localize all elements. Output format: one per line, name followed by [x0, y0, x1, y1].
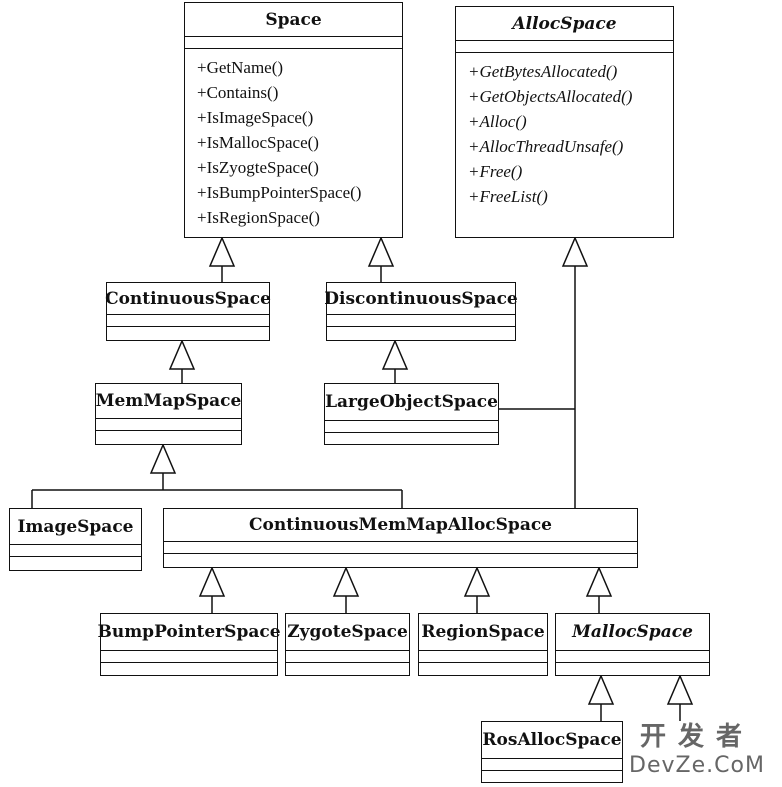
class-large-object-space: LargeObjectSpace	[324, 383, 499, 445]
class-bump-pointer-space: BumpPointerSpace	[97, 613, 281, 676]
generalization-arrow	[463, 566, 491, 597]
operation: +IsZyogteSpace()	[197, 158, 319, 177]
operation: +Contains()	[197, 83, 279, 102]
class-name: ContinuousMemMapAllocSpace	[164, 509, 637, 542]
class-ros-alloc-space: RosAllocSpace	[481, 721, 623, 783]
class-attributes	[101, 651, 277, 663]
class-alloc-space: AllocSpace +GetBytesAllocated() +GetObje…	[455, 6, 674, 238]
operation: +IsMallocSpace()	[197, 133, 319, 152]
operation: +Free()	[468, 162, 523, 181]
operation: +GetName()	[197, 58, 284, 77]
generalization-arrow	[198, 566, 226, 597]
class-attributes	[164, 542, 637, 554]
class-name: BumpPointerSpace	[97, 614, 281, 651]
class-zygote-space: ZygoteSpace	[285, 613, 410, 676]
class-name: Space	[185, 3, 402, 37]
generalization-arrow	[585, 566, 613, 597]
class-name: RegionSpace	[419, 614, 547, 651]
class-attributes	[10, 545, 141, 557]
operation: +AllocThreadUnsafe()	[468, 137, 624, 156]
class-operations: +GetBytesAllocated() +GetObjectsAllocate…	[456, 53, 673, 209]
class-discontinuous-space: DiscontinuousSpace	[324, 282, 518, 341]
class-attributes	[96, 419, 241, 431]
class-continuous-mem-map-alloc-space: ContinuousMemMapAllocSpace	[163, 508, 638, 568]
generalization-arrow	[367, 236, 395, 267]
class-name: RosAllocSpace	[482, 722, 622, 759]
class-mem-map-space: MemMapSpace	[95, 383, 242, 445]
class-attributes	[185, 37, 402, 49]
watermark: 开发者 DevZe.CoM	[620, 722, 774, 784]
class-attributes	[556, 651, 709, 663]
class-name: ImageSpace	[10, 509, 141, 545]
class-attributes	[327, 315, 515, 327]
class-attributes	[325, 421, 498, 433]
class-space: Space +GetName() +Contains() +IsImageSpa…	[184, 2, 403, 238]
generalization-arrow	[149, 443, 177, 474]
class-region-space: RegionSpace	[418, 613, 548, 676]
generalization-arrow	[381, 339, 409, 370]
class-name: ContinuousSpace	[105, 283, 271, 315]
generalization-arrow	[666, 674, 694, 705]
watermark-line1: 开发者	[639, 722, 754, 752]
class-attributes	[482, 759, 622, 771]
class-name: AllocSpace	[456, 7, 673, 41]
generalization-arrow	[208, 236, 236, 267]
operation: +IsBumpPointerSpace()	[197, 183, 362, 202]
class-name: MemMapSpace	[96, 384, 241, 419]
generalization-arrow	[587, 674, 615, 705]
class-name: ZygoteSpace	[286, 614, 409, 651]
operation: +Alloc()	[468, 112, 527, 131]
class-attributes	[286, 651, 409, 663]
operation: +IsRegionSpace()	[197, 208, 320, 227]
class-attributes	[456, 41, 673, 53]
class-operations: +GetName() +Contains() +IsImageSpace() +…	[185, 49, 402, 230]
class-malloc-space: MallocSpace	[555, 613, 710, 676]
class-attributes	[107, 315, 269, 327]
class-image-space: ImageSpace	[9, 508, 142, 571]
generalization-arrow	[561, 236, 589, 267]
class-attributes	[419, 651, 547, 663]
generalization-arrow	[168, 339, 196, 370]
operation: +IsImageSpace()	[197, 108, 314, 127]
class-name: LargeObjectSpace	[325, 384, 498, 421]
class-continuous-space: ContinuousSpace	[105, 282, 271, 341]
operation: +GetBytesAllocated()	[468, 62, 618, 81]
class-name: DiscontinuousSpace	[324, 283, 518, 315]
operation: +FreeList()	[468, 187, 548, 206]
generalization-arrow	[332, 566, 360, 597]
operation: +GetObjectsAllocated()	[468, 87, 633, 106]
class-name: MallocSpace	[556, 614, 709, 651]
watermark-line2: DevZe.CoM	[629, 753, 765, 778]
